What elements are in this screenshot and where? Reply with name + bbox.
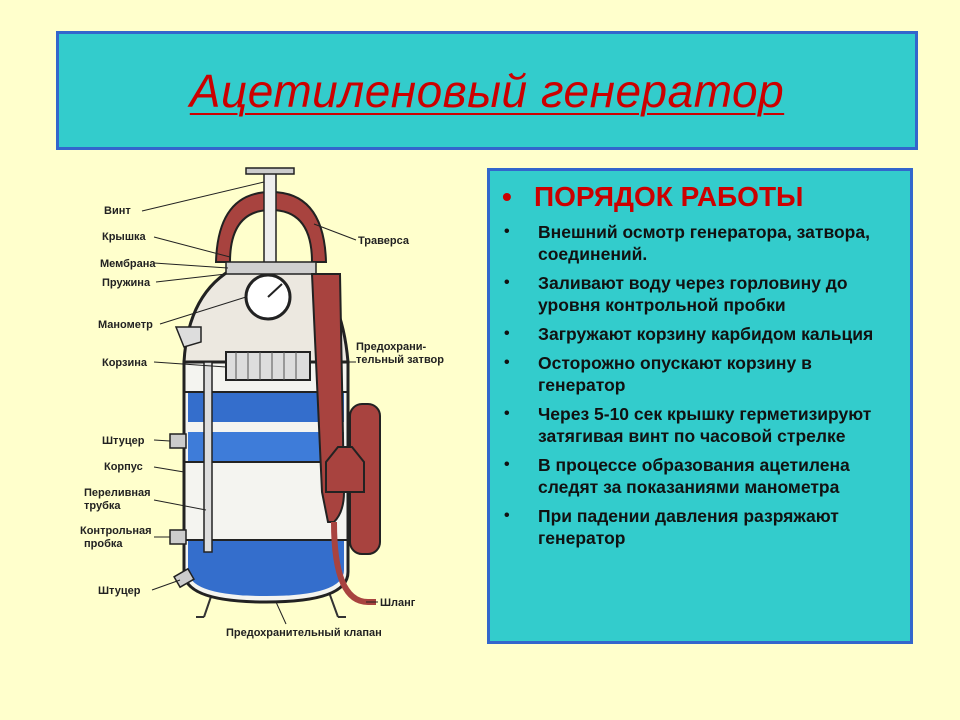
step-item: • Загружают корзину карбидом кальция bbox=[502, 323, 900, 345]
label-korpus: Корпус bbox=[104, 461, 143, 473]
bullet-icon: • bbox=[502, 181, 512, 212]
steps-heading-row: • ПОРЯДОК РАБОТЫ bbox=[502, 181, 900, 213]
gauge-needle bbox=[267, 283, 283, 298]
step-text: Внешний осмотр генератора, затвора, соед… bbox=[538, 222, 870, 264]
label-kontrolnaya-1: Контрольная bbox=[80, 525, 152, 537]
label-kontrolnaya-2: пробка bbox=[84, 538, 123, 550]
bullet-icon: • bbox=[504, 456, 510, 473]
water-middle bbox=[188, 432, 344, 462]
fitting-upper bbox=[169, 433, 187, 449]
basket-grid bbox=[235, 352, 297, 380]
water-lower bbox=[188, 540, 344, 596]
label-pruzhina: Пружина bbox=[102, 277, 151, 289]
acetylene-generator-diagram: Винт Крышка Мембрана Пружина Манометр Ко… bbox=[80, 167, 444, 639]
step-text: При падении давления разряжают генератор bbox=[538, 506, 839, 548]
hose bbox=[331, 521, 376, 605]
work-order-panel: • ПОРЯДОК РАБОТЫ • Внешний осмотр генерат… bbox=[487, 168, 913, 644]
fitting-control-plug bbox=[169, 529, 187, 545]
bullet-icon: • bbox=[504, 325, 510, 342]
filling-neck bbox=[174, 326, 202, 348]
label-predohr-2: тельный затвор bbox=[356, 354, 444, 366]
label-klapan: Предохранительный клапан bbox=[226, 627, 382, 639]
label-shlang: Шланг bbox=[380, 597, 416, 609]
step-text: Через 5-10 сек крышку герметизируют затя… bbox=[538, 404, 872, 446]
step-text: Загружают корзину карбидом кальция bbox=[538, 324, 874, 344]
step-item: • Через 5-10 сек крышку герметизируют зат… bbox=[502, 403, 900, 447]
label-kryshka: Крышка bbox=[102, 231, 147, 243]
screw bbox=[263, 169, 277, 271]
step-item: • Заливают воду через горловину до уровня… bbox=[502, 272, 900, 316]
page-title: Ацетиленовый генератор bbox=[189, 64, 785, 117]
label-shtucer-upper: Штуцер bbox=[102, 435, 145, 447]
lid bbox=[225, 261, 317, 275]
title-banner: Ацетиленовый генератор bbox=[56, 31, 918, 150]
leader-lines bbox=[141, 181, 378, 625]
steps-heading: ПОРЯДОК РАБОТЫ bbox=[534, 181, 804, 212]
label-vint: Винт bbox=[104, 205, 131, 217]
screw-handle bbox=[245, 167, 295, 175]
step-item: • Внешний осмотр генератора, затвора, сое… bbox=[502, 221, 900, 265]
overflow-pipe bbox=[203, 361, 213, 553]
label-membrana: Мембрана bbox=[100, 258, 156, 270]
bullet-icon: • bbox=[504, 507, 510, 524]
basket bbox=[225, 351, 311, 381]
label-perelivnaya-1: Переливная bbox=[84, 487, 151, 499]
label-shtucer-lower: Штуцер bbox=[98, 585, 141, 597]
label-traversa: Траверса bbox=[358, 235, 410, 247]
step-item: • В процессе образования ацетилена следят… bbox=[502, 454, 900, 498]
bullet-icon: • bbox=[504, 354, 510, 371]
step-text: Осторожно опускают корзину в генератор bbox=[538, 353, 812, 395]
bullet-icon: • bbox=[504, 405, 510, 422]
label-korzina: Корзина bbox=[102, 357, 148, 369]
label-manometr: Манометр bbox=[98, 319, 153, 331]
traverse bbox=[214, 190, 328, 263]
label-predohr-1: Предохрани- bbox=[356, 341, 427, 353]
step-item: • При падении давления разряжают генерато… bbox=[502, 505, 900, 549]
step-item: • Осторожно опускают корзину в генератор bbox=[502, 352, 900, 396]
bullet-icon: • bbox=[504, 223, 510, 240]
bullet-icon: • bbox=[504, 274, 510, 291]
water-seal-fitting bbox=[325, 446, 365, 493]
step-text: Заливают воду через горловину до уровня … bbox=[538, 273, 848, 315]
step-text: В процессе образования ацетилена следят … bbox=[538, 455, 850, 497]
fitting-lower bbox=[173, 567, 195, 589]
label-perelivnaya-2: трубка bbox=[84, 500, 121, 512]
